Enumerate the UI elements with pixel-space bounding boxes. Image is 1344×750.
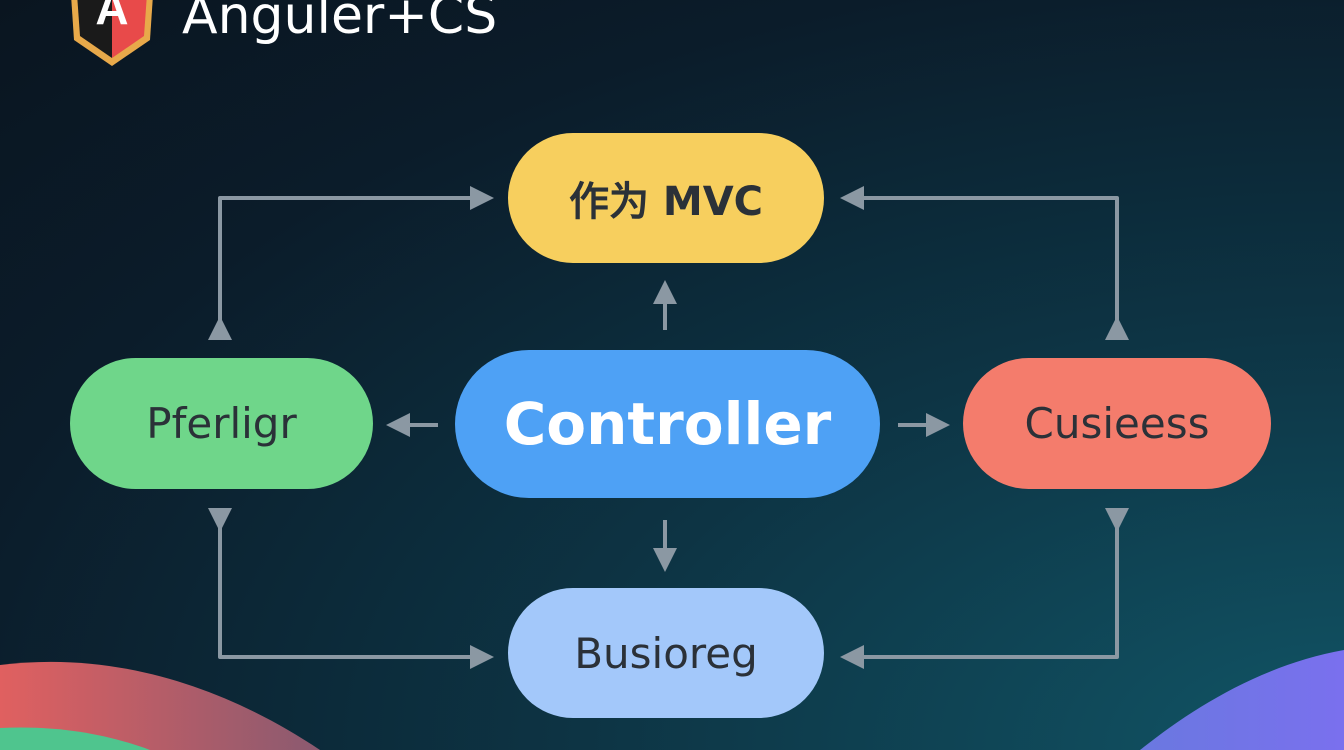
decor-wave-left-red (0, 661, 320, 750)
connector-left-bottom (208, 508, 494, 669)
page-title: Anguler+CS (182, 0, 498, 46)
node-cusieess: Cusieess (963, 358, 1271, 489)
node-controller: Controller (455, 350, 880, 498)
angular-logo: A (71, 0, 153, 66)
decor-wave-right-purple (1140, 650, 1344, 750)
decor-wave-left-green (0, 727, 150, 750)
svg-text:A: A (95, 0, 128, 34)
node-pferligr: Pferligr (70, 358, 373, 489)
connector-left-top (208, 186, 494, 340)
node-busioreg: Busioreg (508, 588, 824, 718)
connector-right-top (840, 186, 1129, 340)
node-mvc: 作为 MVC (508, 133, 824, 263)
connector-right-bottom (840, 508, 1129, 669)
